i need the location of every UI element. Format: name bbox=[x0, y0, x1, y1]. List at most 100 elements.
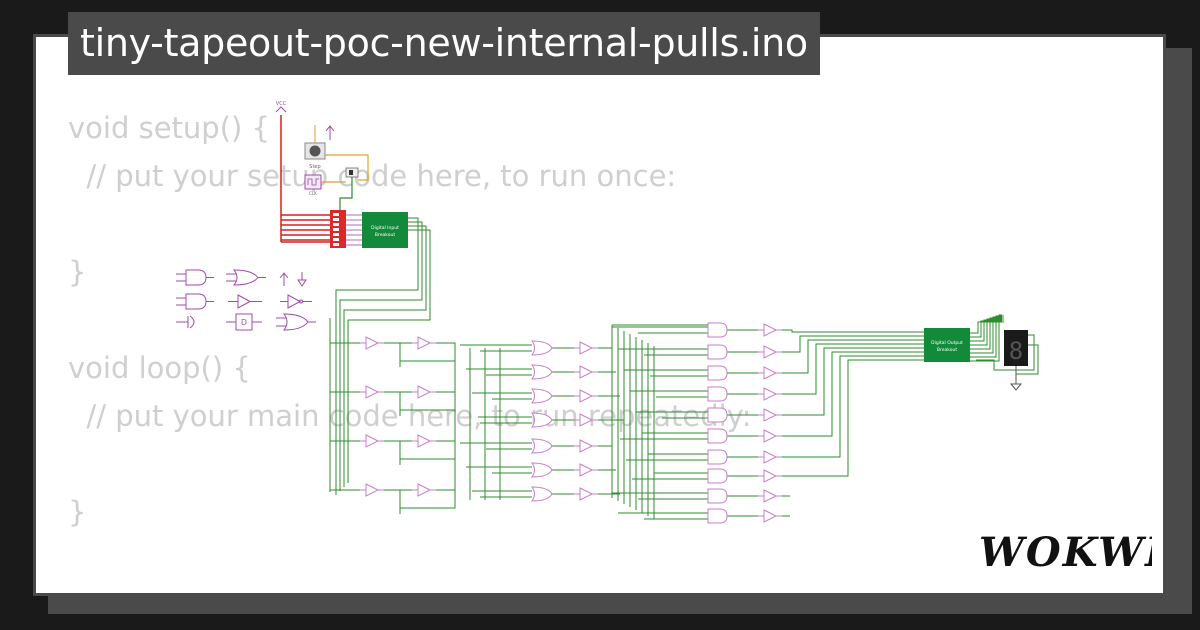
input-bus-wire bbox=[343, 225, 427, 487]
display-wire bbox=[970, 317, 1004, 350]
mux-switch[interactable] bbox=[345, 167, 359, 178]
code-line: void setup() { bbox=[68, 111, 270, 145]
row-wire bbox=[399, 489, 456, 514]
or-gate bbox=[531, 340, 553, 356]
buffer-gate bbox=[763, 408, 778, 422]
buffer-gate bbox=[365, 483, 380, 497]
and-input-wire bbox=[636, 411, 708, 419]
vcc-label: VCC bbox=[276, 101, 287, 107]
or-gate bbox=[531, 486, 553, 502]
display-wire bbox=[970, 319, 1004, 342]
buffer-gate bbox=[763, 509, 778, 523]
buffer-gate bbox=[417, 336, 432, 350]
step-pushbutton[interactable] bbox=[304, 125, 326, 160]
code-line: void loop() { bbox=[68, 351, 251, 385]
row-wire bbox=[399, 342, 456, 367]
and-input-wire bbox=[618, 512, 708, 520]
row-wire bbox=[399, 391, 456, 416]
code-line: } bbox=[68, 495, 87, 529]
buffer-gate bbox=[579, 365, 594, 379]
and-input-wire bbox=[618, 348, 708, 356]
digital-input-breakout bbox=[362, 212, 408, 248]
preview-card bbox=[33, 34, 1166, 596]
wokwi-logo: WOKWI bbox=[979, 529, 1152, 576]
dip-switch[interactable] bbox=[330, 210, 346, 248]
buffer-gate bbox=[763, 366, 778, 380]
output-wire bbox=[782, 355, 924, 458]
dip-to-breakout-wires bbox=[346, 214, 362, 246]
or-gate bbox=[531, 412, 553, 428]
or-input-wire bbox=[460, 442, 532, 450]
vcc-wiring bbox=[280, 115, 330, 243]
row-wire bbox=[384, 391, 401, 412]
and-input-wire bbox=[624, 369, 708, 377]
vcc-symbol bbox=[275, 106, 287, 113]
buffer-gate bbox=[365, 434, 380, 448]
display-wire bbox=[970, 315, 1004, 358]
brand-wordmark: WOKWI bbox=[979, 529, 1152, 576]
seven-segment-display bbox=[1004, 330, 1028, 366]
output-breakout-line1: Digital Output bbox=[931, 340, 963, 346]
step-label: Step bbox=[309, 164, 320, 170]
logic-gates bbox=[360, 322, 782, 524]
or-gate bbox=[531, 438, 553, 454]
and-gate bbox=[707, 322, 728, 338]
output-wire bbox=[782, 329, 924, 333]
buffer-gate bbox=[417, 434, 432, 448]
buffer-gate bbox=[417, 385, 432, 399]
or-input-wire bbox=[466, 368, 532, 376]
orange-wires bbox=[321, 154, 369, 183]
or-input-wire bbox=[466, 466, 532, 474]
and-gate bbox=[707, 407, 728, 423]
project-title: tiny-tapeout-poc-new-internal-pulls.ino bbox=[68, 12, 820, 75]
or-input-wire bbox=[472, 392, 532, 400]
row-wire bbox=[384, 489, 401, 510]
row-wire bbox=[399, 440, 456, 465]
and-input-wire bbox=[620, 432, 708, 440]
or-input-wire bbox=[472, 490, 532, 498]
and-gate bbox=[707, 365, 728, 381]
buffer-gate bbox=[579, 389, 594, 403]
or-gate bbox=[531, 388, 553, 404]
buffer-gate bbox=[579, 439, 594, 453]
buffer-gate bbox=[763, 345, 778, 359]
display-wire bbox=[970, 316, 1002, 354]
clock-source[interactable] bbox=[304, 174, 322, 190]
vcc-symbol-2 bbox=[325, 125, 335, 140]
green-switch-wire bbox=[339, 177, 353, 212]
buffer-gate bbox=[763, 323, 778, 337]
row-wire bbox=[384, 440, 401, 461]
ground-symbol bbox=[1009, 366, 1023, 391]
input-bus-wire bbox=[347, 229, 431, 483]
output-wire bbox=[782, 351, 924, 437]
digital-output-breakout bbox=[924, 328, 970, 362]
and-input-wire bbox=[630, 390, 708, 398]
output-wire bbox=[782, 343, 924, 395]
and-input-wire bbox=[612, 326, 708, 334]
buffer-gate bbox=[763, 489, 778, 503]
display-wire bbox=[970, 314, 1002, 362]
output-wire bbox=[782, 359, 924, 477]
and-gate bbox=[707, 488, 728, 504]
clock-label: CLK bbox=[309, 191, 317, 196]
output-wire bbox=[782, 347, 924, 416]
buffer-gate bbox=[579, 413, 594, 427]
input-breakout-line2: Breakout bbox=[375, 232, 395, 238]
display-wire bbox=[970, 318, 1002, 346]
buffer-gate bbox=[763, 450, 778, 464]
buffer-gate bbox=[579, 487, 594, 501]
and-gate bbox=[707, 468, 728, 484]
input-bus-wire bbox=[339, 221, 423, 491]
buffer-gate bbox=[365, 385, 380, 399]
input-breakout-line1: Digital Input bbox=[371, 225, 399, 231]
code-line: } bbox=[68, 255, 87, 289]
output-wire bbox=[782, 335, 924, 353]
buffer-gate bbox=[763, 387, 778, 401]
or-input-wire bbox=[460, 344, 532, 352]
gate-palette bbox=[176, 269, 316, 331]
or-gate bbox=[531, 462, 553, 478]
and-gate bbox=[707, 386, 728, 402]
buffer-gate bbox=[417, 483, 432, 497]
input-bus-wire bbox=[335, 217, 419, 495]
